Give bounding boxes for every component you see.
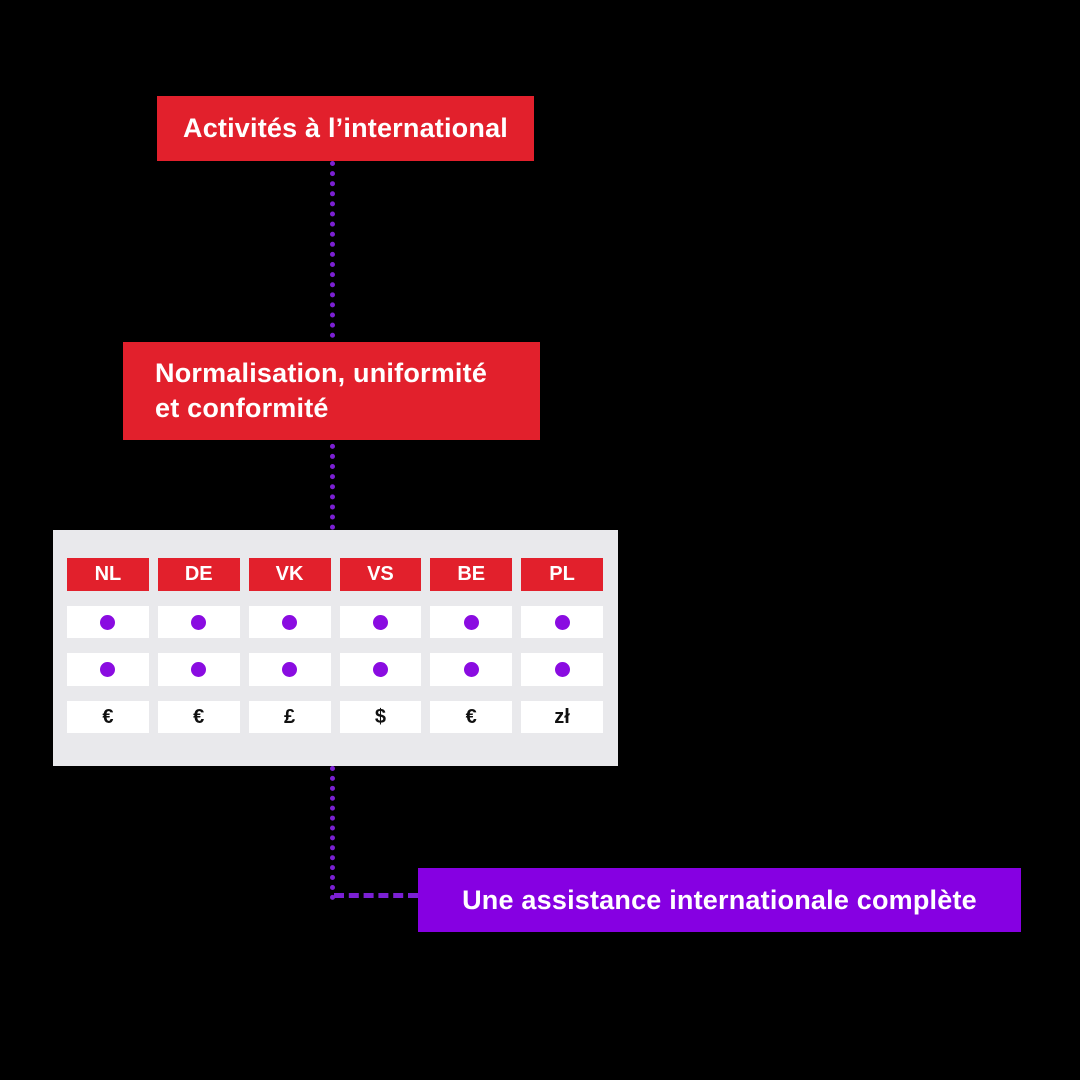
country-header-nl: NL (67, 558, 149, 591)
feature-cell (67, 653, 149, 686)
feature-cell (339, 653, 422, 686)
feature-cell (430, 606, 513, 638)
country-header-de: DE (157, 558, 240, 591)
connector-elbow-line (334, 893, 418, 898)
currency-cell: £ (248, 701, 331, 733)
country-header-vs: VS (339, 558, 422, 591)
feature-cell (67, 606, 149, 638)
currency-cell: € (430, 701, 513, 733)
currency-cell: zł (521, 701, 603, 733)
status-dot-icon (282, 614, 298, 630)
country-header-vk: VK (248, 558, 331, 591)
status-dot-icon (554, 662, 570, 677)
currency-cell: $ (339, 701, 422, 733)
normalisation-box-label: Normalisation, uniformité et conformité (155, 358, 488, 423)
feature-cell (521, 653, 603, 686)
activities-box: Activités à l’international (157, 96, 534, 161)
currency-cell: € (157, 701, 240, 733)
status-dot-icon (463, 614, 479, 630)
feature-cell (248, 653, 331, 686)
status-dot-icon (463, 662, 479, 677)
country-header-pl: PL (521, 558, 603, 591)
currency-cell: € (67, 701, 149, 733)
status-dot-icon (100, 662, 116, 677)
connector-bottom-line (330, 766, 335, 900)
feature-cell (430, 653, 513, 686)
status-dot-icon (554, 614, 570, 630)
assistance-box-label: Une assistance internationale complète (462, 884, 977, 915)
status-dot-icon (372, 662, 388, 677)
normalisation-box: Normalisation, uniformité et conformité (123, 342, 540, 440)
status-dot-icon (191, 662, 207, 677)
status-dot-icon (100, 614, 116, 630)
feature-cell (521, 606, 603, 638)
feature-cell (157, 653, 240, 686)
assistance-box: Une assistance internationale complète (418, 868, 1021, 932)
feature-cell (157, 606, 240, 638)
feature-cell (339, 606, 422, 638)
activities-box-label: Activités à l’international (183, 113, 508, 143)
status-dot-icon (191, 614, 207, 630)
status-dot-icon (372, 614, 388, 630)
feature-cell (248, 606, 331, 638)
country-header-be: BE (430, 558, 513, 591)
status-dot-icon (282, 662, 298, 677)
